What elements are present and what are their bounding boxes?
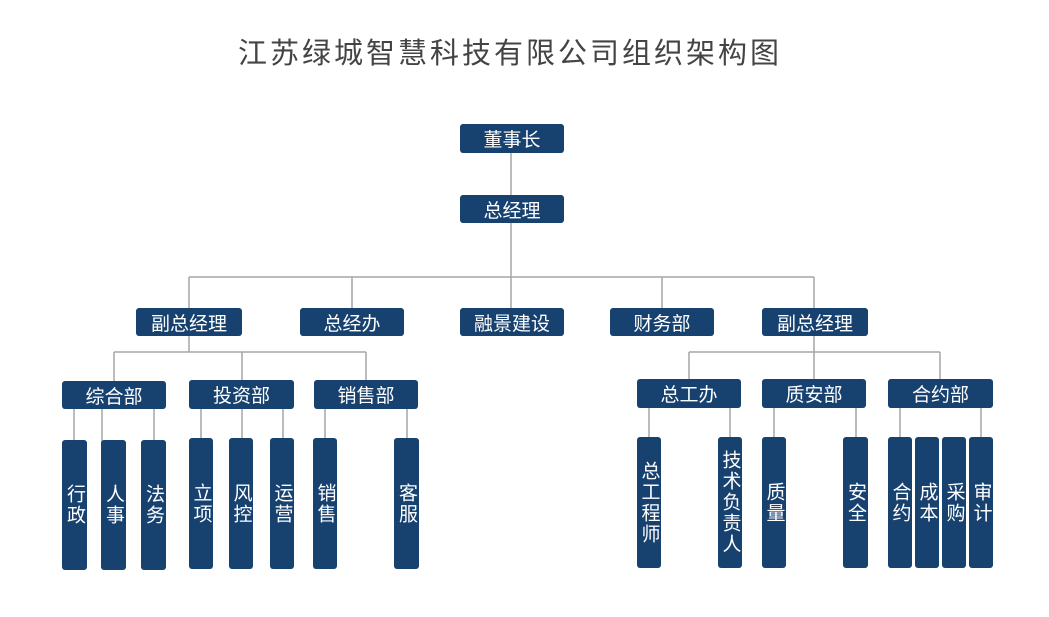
unit-label: 采购 [943,481,966,524]
node-sales-department: 销售部 [314,380,418,409]
node-vice-general-manager-right: 副总经理 [762,308,868,336]
unit-label: 法务 [143,484,165,526]
unit-cost: 成本 [915,437,939,568]
node-vice-general-manager-left: 副总经理 [136,308,242,336]
unit-risk-control: 风控 [229,438,253,569]
unit-label: 审计 [970,481,993,524]
unit-human-resources: 人事 [101,440,126,570]
unit-label: 合约 [889,481,912,524]
page-title: 江苏绿城智慧科技有限公司组织架构图 [237,36,782,70]
unit-label: 质量 [763,481,786,524]
unit-label: 技术负责人 [719,450,742,555]
unit-project-initiation: 立项 [189,438,213,569]
unit-label: 销售 [314,482,337,525]
unit-label: 总工程师 [638,460,661,545]
node-rongjing-construction: 融景建设 [460,308,564,336]
unit-audit: 审计 [969,437,993,568]
unit-label: 风控 [230,482,253,525]
unit-technical-lead: 技术负责人 [718,437,742,568]
unit-label: 客服 [396,482,418,525]
node-investment-department: 投资部 [189,380,294,409]
unit-customer-service: 客服 [394,438,419,569]
unit-administration: 行政 [62,440,87,570]
unit-label: 人事 [103,484,125,526]
node-chairman: 董事长 [460,124,564,153]
unit-quality: 质量 [762,437,786,568]
unit-contracts: 合约 [888,437,912,568]
unit-safety: 安全 [843,437,868,568]
unit-label: 行政 [64,484,86,526]
unit-chief-engineer: 总工程师 [637,437,661,568]
unit-sales: 销售 [313,438,337,569]
node-general-manager: 总经理 [460,195,564,223]
unit-operations: 运营 [270,438,294,569]
node-quality-safety-department: 质安部 [762,379,866,408]
unit-label: 立项 [190,482,213,525]
unit-label: 成本 [916,481,939,524]
unit-legal: 法务 [141,440,166,570]
node-chief-engineer-office: 总工办 [637,379,741,408]
node-contract-department: 合约部 [888,379,993,408]
unit-procurement: 采购 [942,437,966,568]
unit-label: 安全 [845,481,867,524]
node-general-affairs-department: 综合部 [62,381,166,409]
node-general-office: 总经办 [300,308,404,336]
node-finance-department: 财务部 [610,308,714,336]
unit-label: 运营 [271,482,294,525]
